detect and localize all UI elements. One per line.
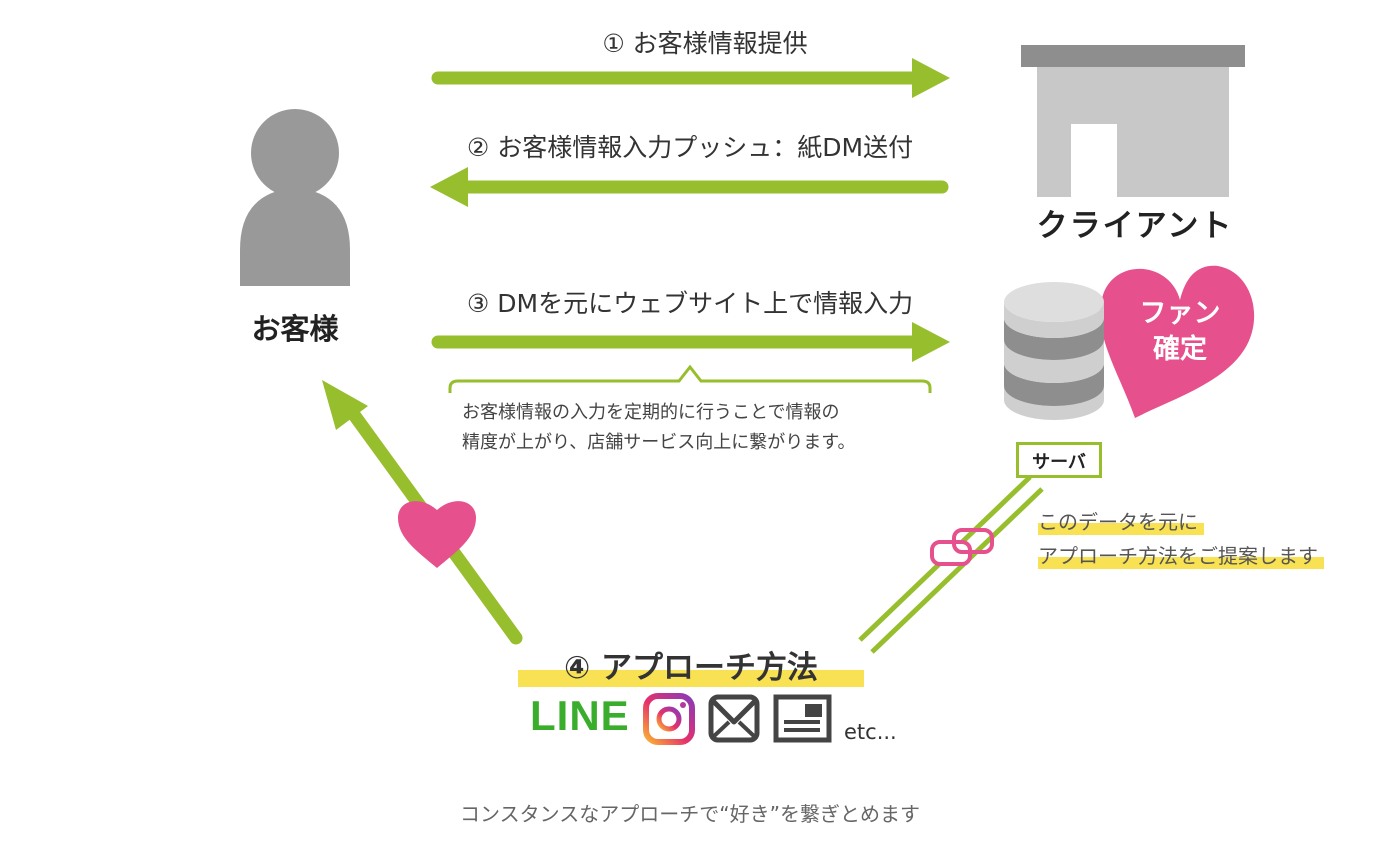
data-proposal-line-2: アプローチ方法をご提案します (1038, 540, 1324, 569)
fan-badge-line-1: ファン (1139, 298, 1221, 329)
customer-label: お客様 (251, 312, 339, 346)
line-logo: LINE (530, 692, 630, 739)
note-line-2: 精度が上がり、店舗サービス向上に繋がります。 (462, 432, 856, 453)
step-3-label: ③ DMを元にウェブサイト上で情報入力 (466, 289, 914, 318)
note-text: お客様情報の入力を定期的に行うことで情報の 精度が上がり、店舗サービス向上に繋が… (462, 398, 855, 458)
arrow-customer-to-server (431, 322, 950, 362)
mail-icon (708, 694, 760, 743)
step-2-label: ② お客様情報入力プッシュ：紙DM送付 (466, 133, 914, 162)
chain-link-icon (930, 528, 994, 566)
arrow-client-to-customer (430, 167, 949, 207)
instagram-icon (643, 693, 695, 745)
note-bracket (448, 364, 932, 393)
data-proposal-line-1: このデータを元に (1038, 506, 1204, 535)
postcard-icon (773, 694, 832, 743)
fan-badge-label: ファン 確定 (1110, 296, 1250, 368)
note-line-1: お客様情報の入力を定期的に行うことで情報の (462, 402, 840, 423)
step-1-label: ① お客様情報提供 (602, 29, 808, 58)
server-label: サーバ (1032, 452, 1086, 473)
arrow-customer-to-client (431, 58, 950, 98)
customer-icon (240, 109, 350, 286)
client-label: クライアント (1036, 208, 1234, 244)
building-icon (1021, 45, 1245, 197)
fan-badge-line-2: 確定 (1153, 334, 1207, 365)
database-icon (1004, 282, 1104, 420)
step-4-label: ④ アプローチ方法 (518, 642, 864, 687)
etc-label: etc... (844, 720, 897, 744)
server-badge (1016, 442, 1102, 478)
heart-icon (398, 501, 476, 568)
tagline: コンスタンスなアプローチで“好き”を繋ぎとめます (460, 802, 920, 826)
fan-heart-icon (1100, 265, 1255, 418)
